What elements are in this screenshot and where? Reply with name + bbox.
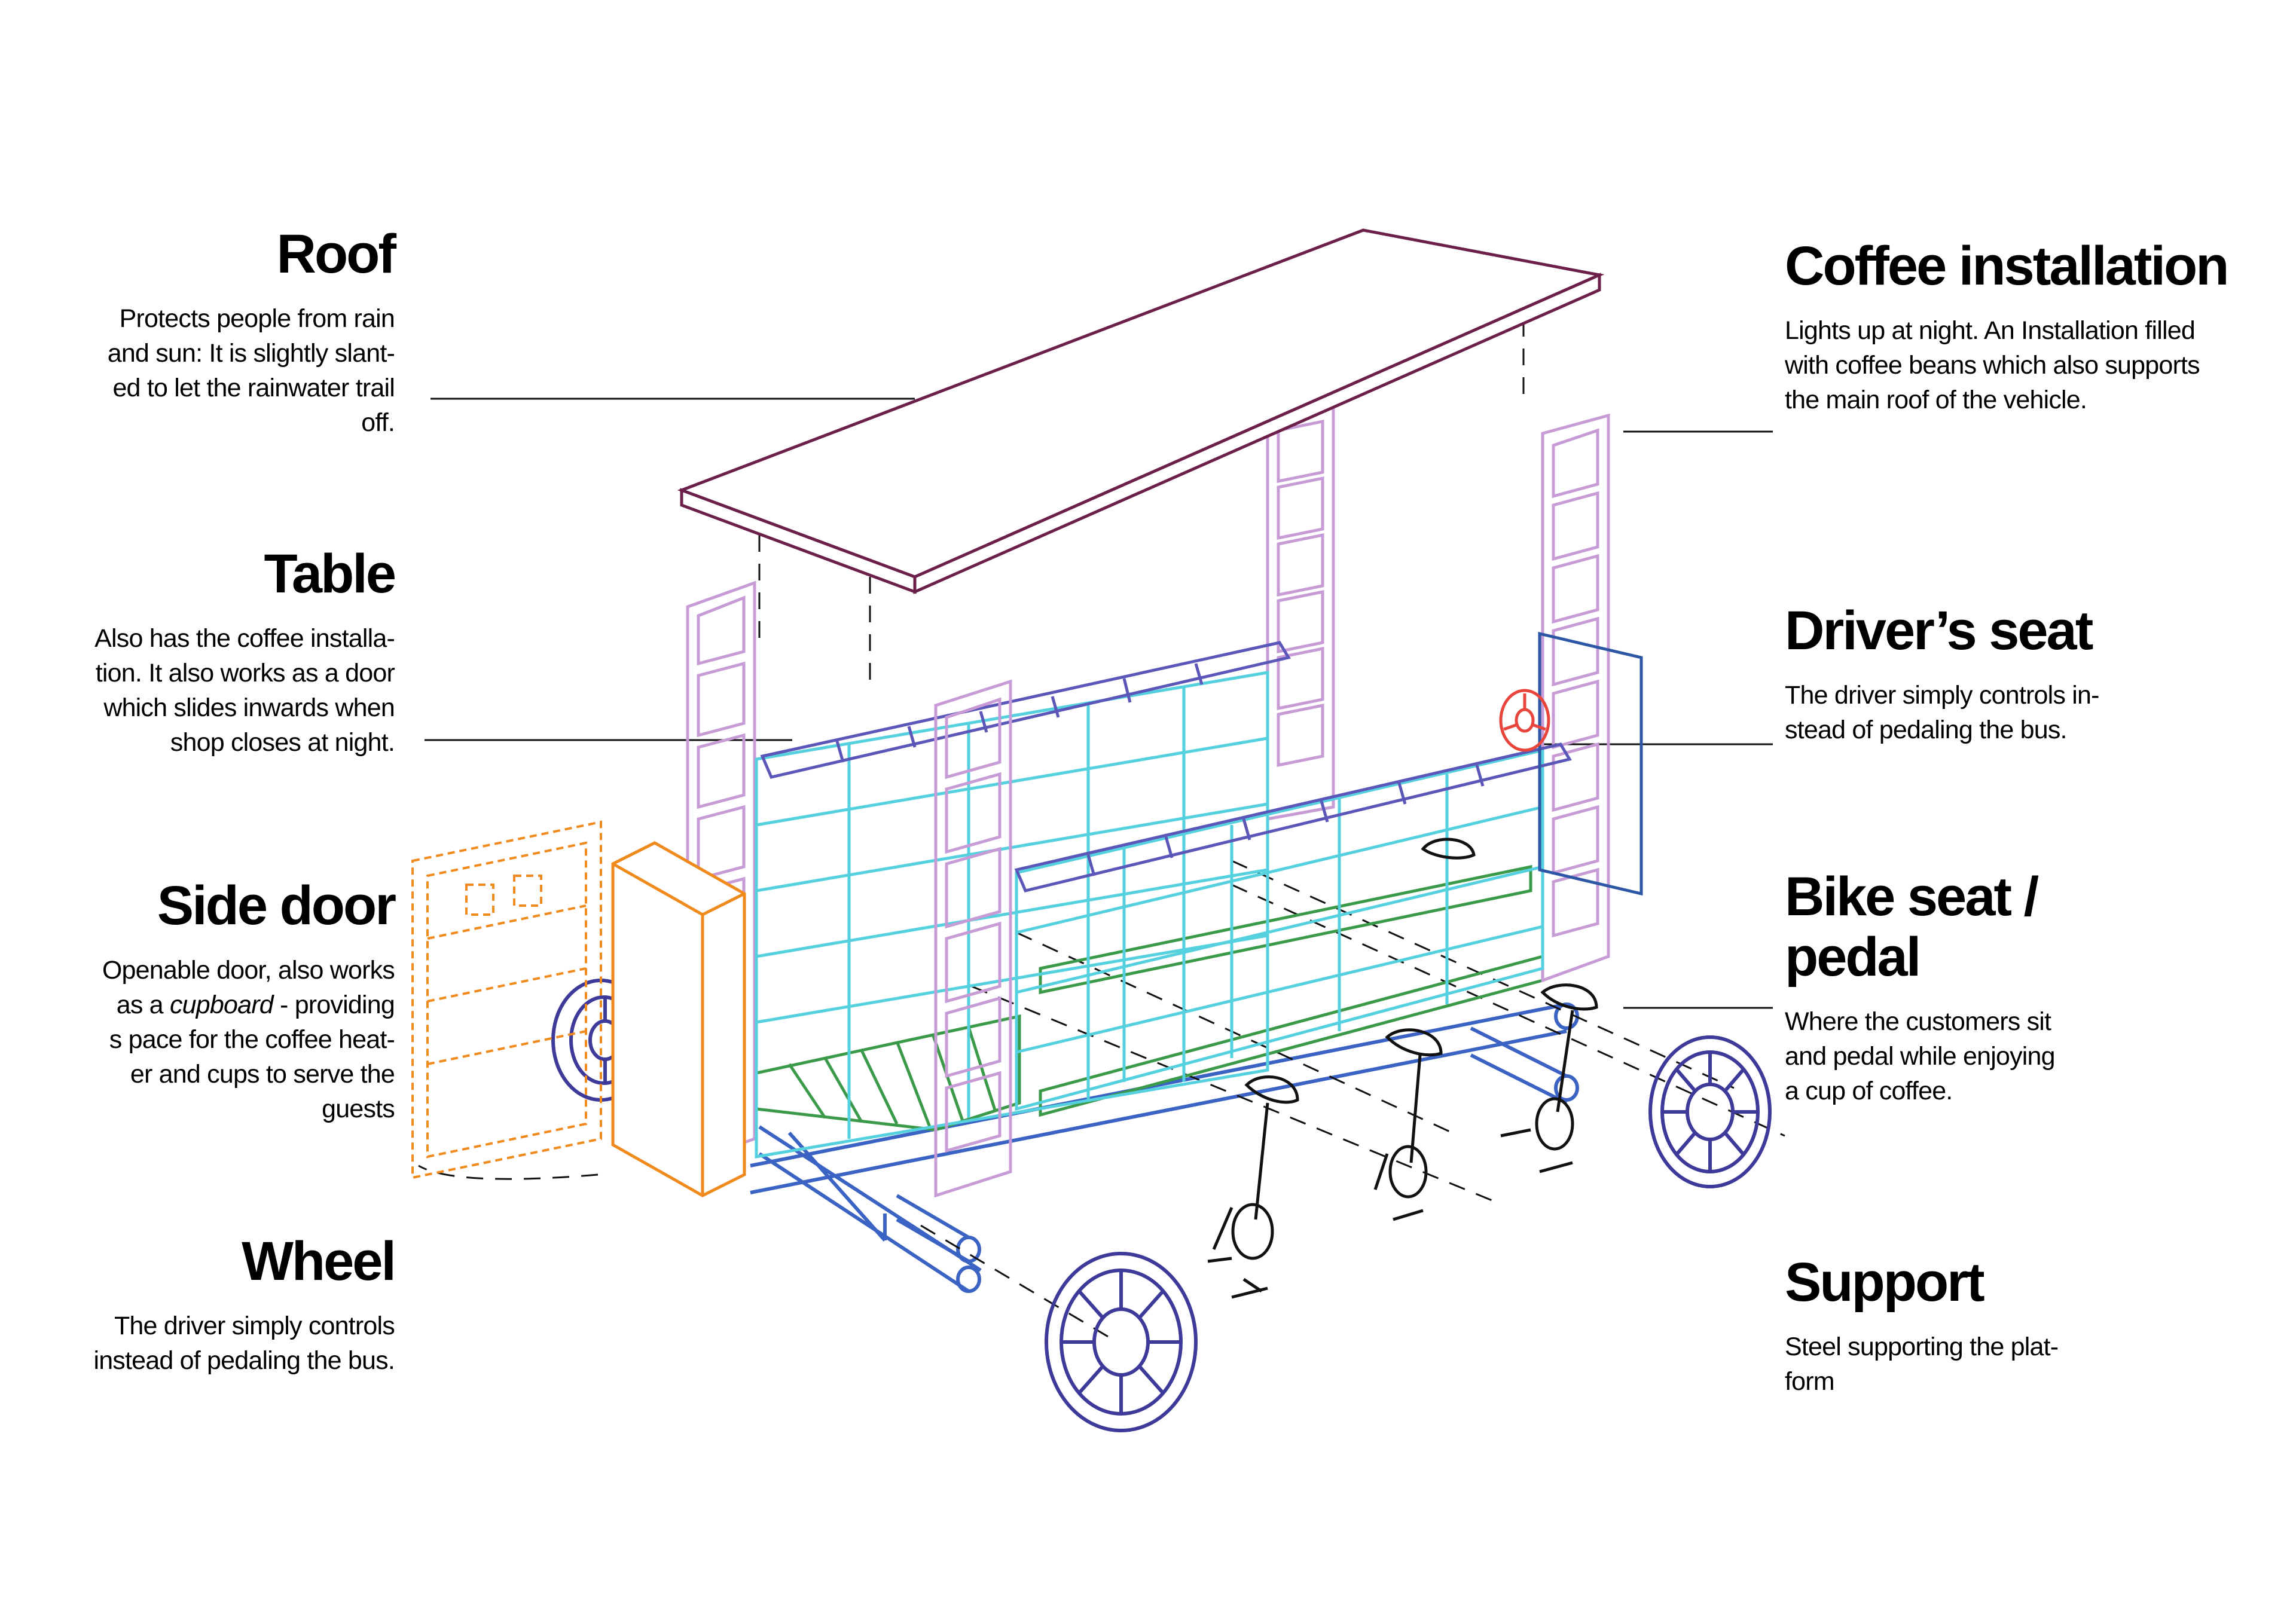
- side-door-description-line-mixed: as a cupboard - providing: [0, 988, 395, 1022]
- assembly-guides: [418, 320, 1785, 1340]
- coffee-installation-description: Lights up at night. An Installation fill…: [1785, 313, 2275, 417]
- coffee-installation-label: Coffee installation Lights up at night. …: [1785, 236, 2275, 417]
- bike-seat-title-line: Bike seat /: [1785, 866, 2039, 927]
- roof-description-line: and sun: It is slightly slant-: [107, 339, 395, 368]
- roof-description-line: Protects people from rain: [119, 304, 395, 334]
- wheel-description-line: The driver simply controls: [114, 1312, 395, 1341]
- roof-description-line: off.: [361, 408, 395, 438]
- pillar-front-left: [934, 679, 1012, 1198]
- wheel-title: Wheel: [242, 1231, 396, 1292]
- steering-wheel: [1499, 689, 1550, 752]
- drivers-seat-assembly: [1499, 631, 1643, 896]
- support-title: Support: [1785, 1252, 1985, 1313]
- side-door-label: Side door Openable door, also works as a…: [0, 875, 396, 1126]
- wheel-label: Wheel The driver simply controls instead…: [0, 1231, 396, 1378]
- bike-seat-description-line: and pedal while enjoying: [1785, 1042, 2056, 1071]
- bike-seats-pedals: [1207, 838, 1598, 1299]
- side-door-italic-word: cupboard: [169, 991, 274, 1020]
- coffee-installation-description-line: Lights up at night. An Installation fill…: [1785, 316, 2196, 346]
- roof-panel: [677, 228, 1605, 594]
- bike-seat-pedal-title: Bike seat / pedal: [1785, 866, 2275, 988]
- side-door-description-line: s pace for the coffee heat-: [109, 1025, 395, 1055]
- support-description: Steel supporting the plat- form: [1785, 1329, 2275, 1399]
- wheel-description: The driver simply controls instead of pe…: [0, 1309, 395, 1378]
- table-label: Table Also has the coffee installa- tion…: [0, 543, 396, 760]
- bike-2: [1373, 1028, 1443, 1221]
- side-door-description-line: er and cups to serve the: [130, 1060, 395, 1089]
- pillar-rear-right: [1266, 405, 1335, 821]
- side-door-open: [411, 820, 602, 1179]
- bike-seat-description-line: Where the customers sit: [1785, 1007, 2051, 1037]
- side-door-description-line: Openable door, also works: [102, 956, 395, 985]
- tables: [760, 641, 1572, 893]
- support-description-line: Steel supporting the plat-: [1785, 1332, 2059, 1362]
- bike-seat-description-line: a cup of coffee.: [1785, 1077, 1953, 1106]
- support-frame: [750, 1002, 1579, 1293]
- wheel-description-line: instead of pedaling the bus.: [93, 1346, 395, 1376]
- side-door-title: Side door: [157, 875, 396, 936]
- drivers-seat-description-line: The driver simply controls in-: [1785, 681, 2099, 710]
- side-door-description-line: guests: [322, 1095, 395, 1124]
- wheel-front-right: [1648, 1035, 1772, 1188]
- drivers-seat-label: Driver’s seat The driver simply controls…: [1785, 600, 2275, 747]
- table-description-line: tion. It also works as a door: [95, 659, 395, 688]
- table-description-line: Also has the coffee installa-: [94, 624, 395, 653]
- wheel-front-left: [1045, 1252, 1198, 1432]
- support-description-line: form: [1785, 1367, 1835, 1396]
- side-door-suffix: - providing: [273, 991, 395, 1020]
- bike-seat-title-line: pedal: [1785, 927, 1921, 988]
- roof-title: Roof: [276, 224, 396, 285]
- bike-3: [1500, 983, 1598, 1173]
- side-door-cupboard: [611, 841, 746, 1197]
- table-description-line: shop closes at night.: [170, 728, 395, 757]
- roof-description: Protects people from rain and sun: It is…: [0, 301, 395, 440]
- table-description-line: which slides inwards when: [103, 693, 395, 723]
- side-door-prefix: as a: [116, 991, 170, 1020]
- table-title: Table: [264, 543, 396, 604]
- drivers-seat-description: The driver simply controls in- stead of …: [1785, 678, 2275, 747]
- drivers-seat-title: Driver’s seat: [1785, 600, 2093, 661]
- shelving: [755, 671, 1544, 1159]
- table-description: Also has the coffee installa- tion. It a…: [0, 621, 395, 760]
- support-label: Support Steel supporting the plat- form: [1785, 1252, 2275, 1399]
- driver-panel: [1538, 631, 1643, 896]
- inner-bike-seat: [1421, 838, 1476, 860]
- coffee-installation-description-line: the main roof of the vehicle.: [1785, 386, 2087, 415]
- roof-label: Roof Protects people from rain and sun: …: [0, 224, 396, 440]
- bike-1: [1207, 1075, 1299, 1299]
- bike-seat-pedal-description: Where the customers sit and pedal while …: [1785, 1004, 2275, 1108]
- coffee-installation-description-line: with coffee beans which also supports: [1785, 351, 2200, 380]
- roof-description-line: ed to let the rainwater trail: [112, 374, 395, 403]
- bike-seat-pedal-label: Bike seat / pedal Where the customers si…: [1785, 866, 2275, 1108]
- pillar-front-right: [1541, 413, 1610, 983]
- drivers-seat-description-line: stead of pedaling the bus.: [1785, 716, 2067, 745]
- coffee-installation-title: Coffee installation: [1785, 236, 2229, 297]
- side-door-description: Openable door, also works as a cupboard …: [0, 953, 395, 1126]
